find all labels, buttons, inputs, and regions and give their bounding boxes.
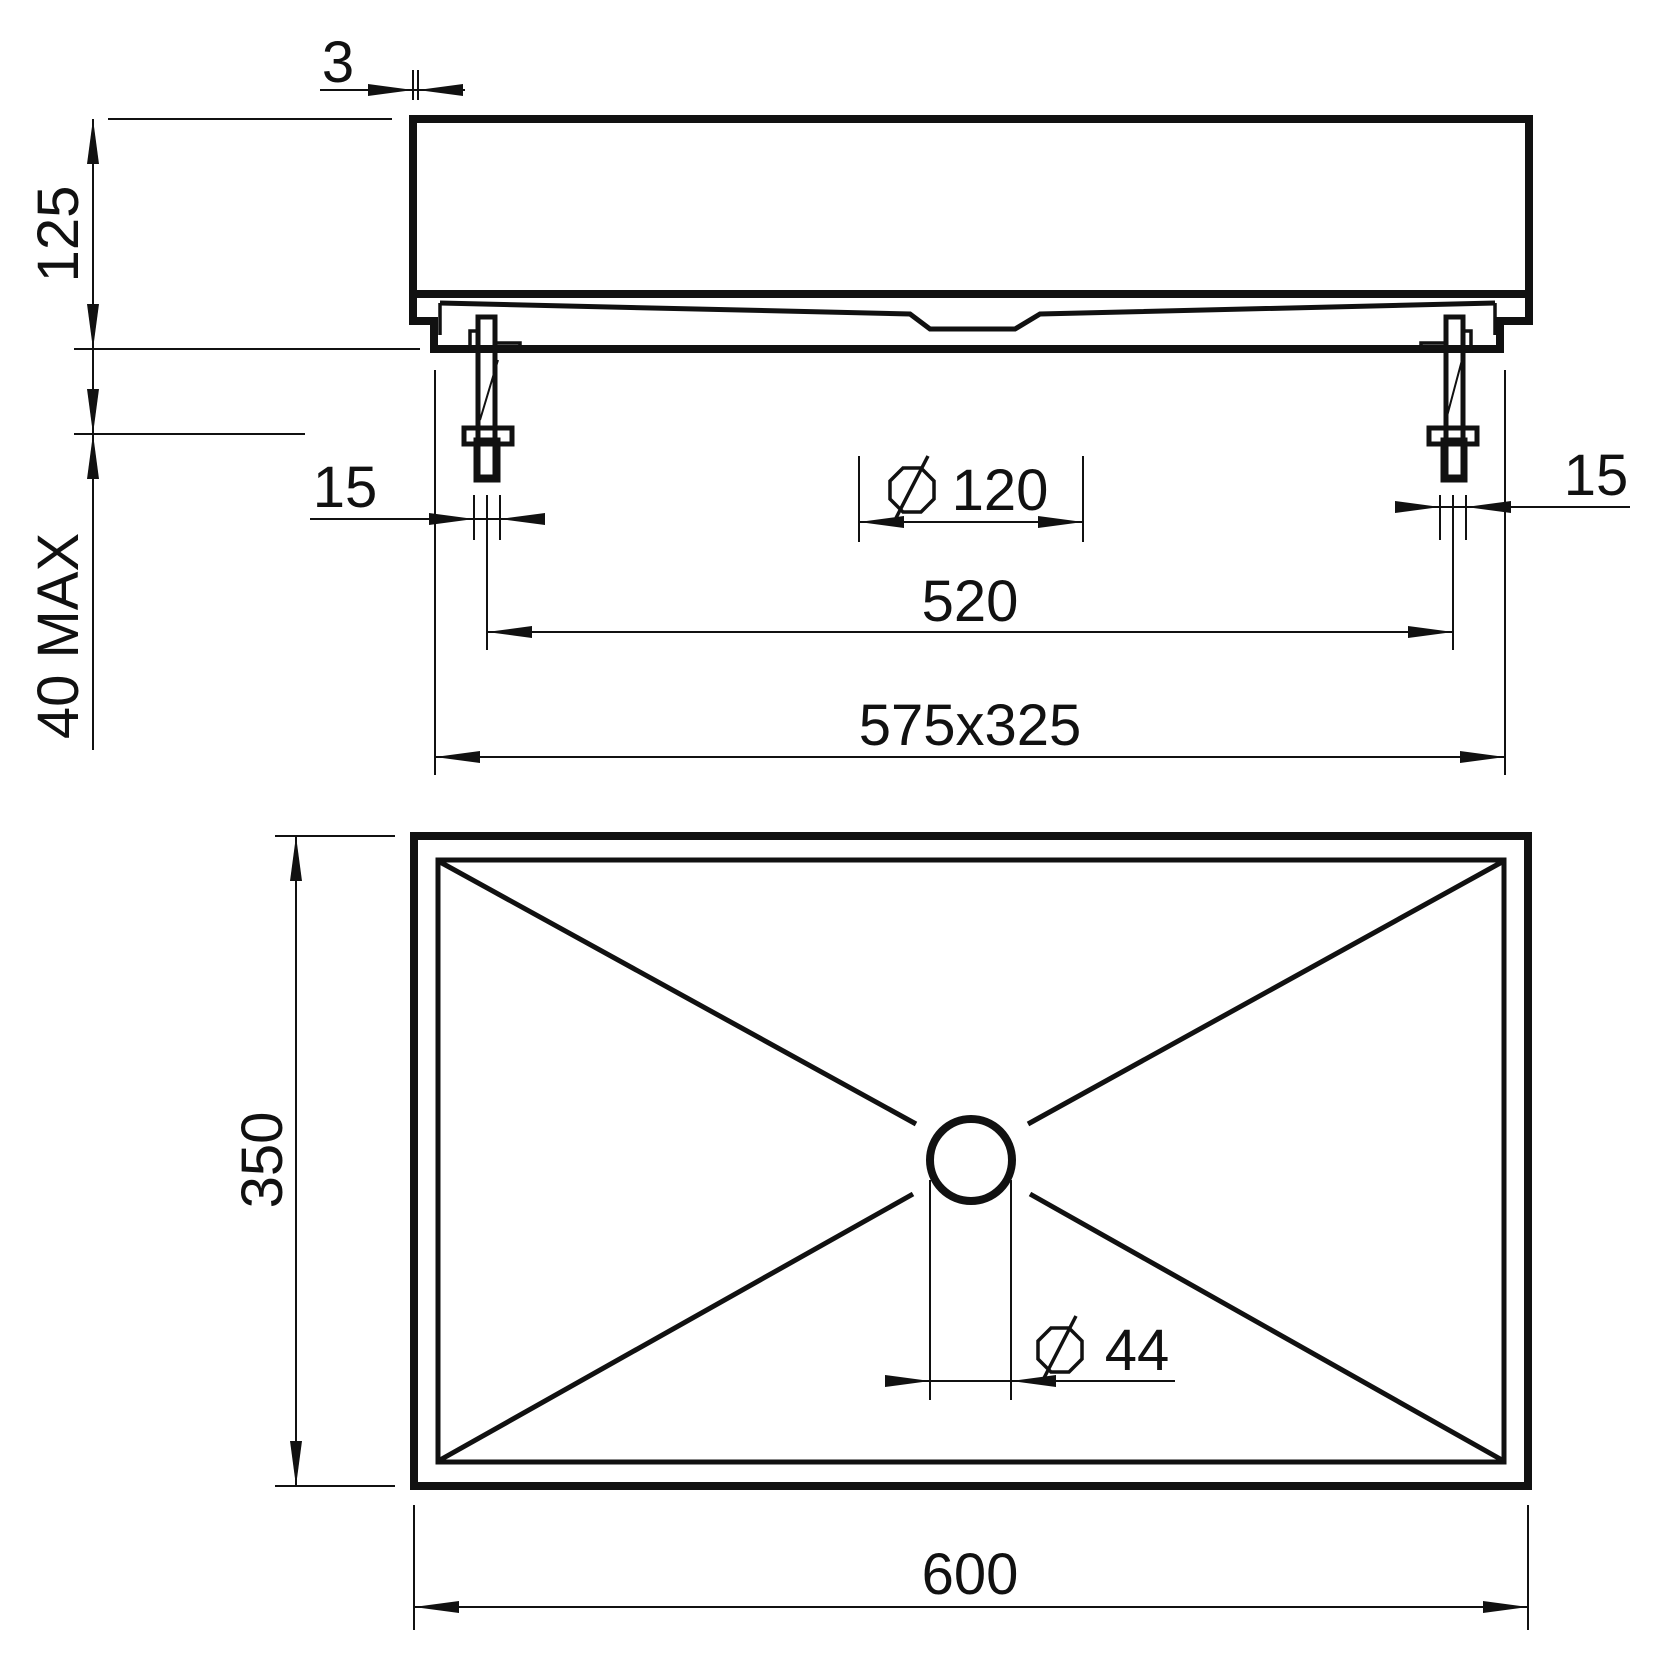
basin-floor-line xyxy=(439,300,1496,332)
slope-line xyxy=(1026,859,1504,1127)
dim-depth-label: 350 xyxy=(230,1112,295,1209)
dim-offset-right: 15 xyxy=(1395,443,1630,513)
dim-depth: 350 xyxy=(230,835,395,1487)
dim-fixing-span-label: 520 xyxy=(922,569,1019,634)
basin-side-outline xyxy=(409,115,1533,353)
dim-offset-right-label: 15 xyxy=(1564,443,1629,508)
basin-inner-bowl xyxy=(435,857,1507,1465)
side-view: 3 125 40 MAX xyxy=(26,30,1630,775)
left-fixing-bracket xyxy=(461,314,522,483)
drain-outlet xyxy=(926,1115,1016,1205)
basin-outer-rim xyxy=(410,832,1532,1490)
dim-lip: 3 xyxy=(320,30,465,100)
dim-waste-diameter: 120 xyxy=(858,455,1084,542)
slope-line xyxy=(1028,1191,1504,1463)
dim-width: 600 xyxy=(413,1505,1529,1630)
dim-fixing-span: 520 xyxy=(487,569,1453,638)
dim-width-label: 600 xyxy=(922,1542,1019,1607)
right-fixing-bracket xyxy=(1419,314,1480,483)
dim-cutout-label: 575x325 xyxy=(859,693,1082,758)
dim-height: 125 xyxy=(26,118,420,350)
diameter-symbol-icon xyxy=(888,466,936,514)
dim-outlet-diameter-label: 44 xyxy=(1105,1318,1170,1383)
dim-outlet-diameter: 44 xyxy=(885,1180,1175,1400)
dim-clamp-range-label: 40 MAX xyxy=(26,533,91,739)
plan-view: 44 350 600 xyxy=(230,832,1532,1630)
dim-cutout: 575x325 xyxy=(435,693,1505,763)
dim-height-label: 125 xyxy=(26,186,91,283)
slope-line xyxy=(438,859,918,1127)
dim-offset-left: 15 xyxy=(310,455,545,525)
dim-clamp-range: 40 MAX xyxy=(26,349,305,750)
basin-inner-bottom xyxy=(438,303,1497,335)
dim-waste-diameter-label: 120 xyxy=(952,458,1049,523)
dim-lip-label: 3 xyxy=(322,30,354,95)
dim-offset-left-label: 15 xyxy=(313,455,378,520)
diameter-symbol-icon xyxy=(1036,1326,1084,1374)
slope-line xyxy=(438,1191,915,1463)
